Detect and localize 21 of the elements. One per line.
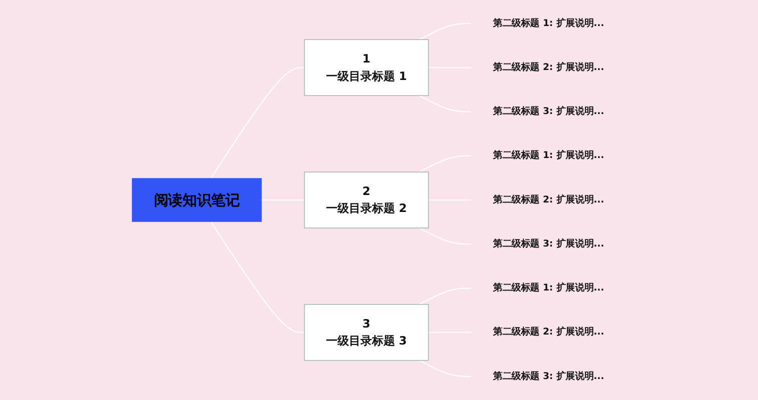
connector xyxy=(419,288,472,305)
node-text: 第二级标题 1: 扩展说明... xyxy=(492,18,604,29)
node-box: 1 一级目录标题 1 xyxy=(304,39,429,96)
node-text: 第二级标题 1: 扩展说明... xyxy=(492,150,604,162)
connector xyxy=(419,22,472,40)
node-box: 2 一级目录标题 2 xyxy=(304,172,429,228)
node-text: 第二级标题 3: 扩展说明... xyxy=(492,238,604,250)
node-text: 第二级标题 1: 扩展说明... xyxy=(492,282,604,294)
node-text: 第二级标题 3: 扩展说明... xyxy=(492,370,604,382)
connector xyxy=(419,360,472,378)
node-text: 第二级标题 3: 扩展说明... xyxy=(492,106,604,117)
connector xyxy=(210,221,304,333)
node-text: 第二级标题 2: 扩展说明... xyxy=(492,326,604,338)
node-box: 阅读知识笔记 xyxy=(132,178,262,222)
connector xyxy=(419,155,472,172)
connector xyxy=(419,95,472,112)
node-text: 第二级标题 2: 扩展说明... xyxy=(492,62,604,73)
node-text: 第二级标题 2: 扩展说明... xyxy=(492,194,604,206)
connector xyxy=(210,67,304,179)
node-box: 3 一级目录标题 3 xyxy=(304,304,429,361)
connector xyxy=(419,228,472,245)
